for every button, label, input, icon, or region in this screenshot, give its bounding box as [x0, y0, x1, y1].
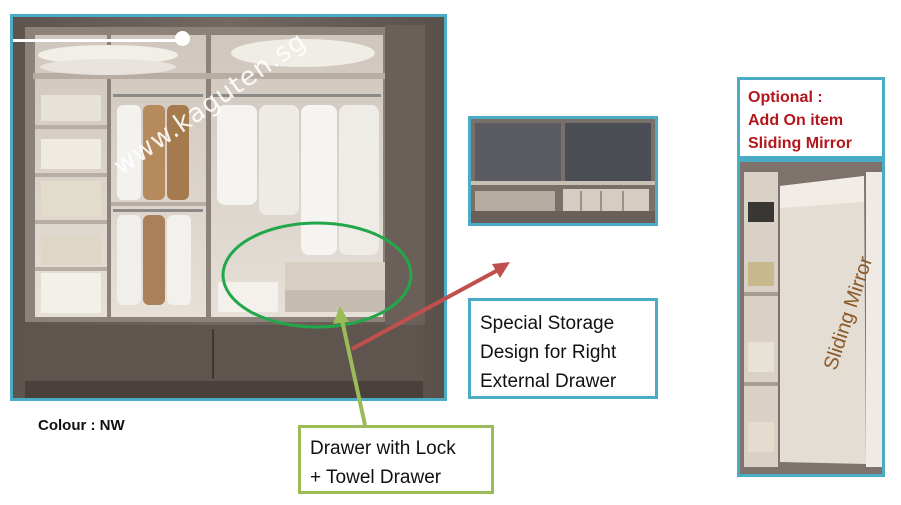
wardrobe-photo: www.kaguten.sg — [10, 14, 447, 401]
optional-addon-label: Optional : Add On item Sliding Mirror — [737, 77, 885, 159]
lighting-dot — [175, 31, 190, 46]
storage-label-line-1: Special Storage — [480, 313, 615, 334]
optional-label-line-2: Add On item — [748, 112, 844, 129]
lighting-line — [13, 39, 185, 42]
optional-label-line-1: Optional : — [748, 89, 823, 106]
storage-label-line-2: Design for Right — [480, 342, 617, 363]
green-arrow-head — [333, 306, 349, 324]
sliding-mirror-photo: Sliding Mirror — [737, 159, 885, 477]
optional-label-line-3: Sliding Mirror — [748, 135, 852, 152]
red-arrow-head — [492, 262, 510, 278]
green-arrow-line — [340, 319, 367, 426]
storage-design-label: Special Storage Design for Right Externa… — [468, 298, 658, 399]
colour-label: Colour : NW — [38, 417, 125, 434]
sliding-mirror-illustration — [740, 162, 882, 474]
drawer-label-line-1: Drawer with Lock — [310, 438, 456, 459]
highlight-ellipse — [221, 221, 413, 329]
wardrobe-illustration — [13, 17, 444, 398]
drawer-lock-label: Drawer with Lock + Towel Drawer — [298, 425, 494, 494]
red-arrow-line — [351, 268, 499, 351]
drawer-detail-illustration — [471, 119, 655, 223]
drawer-label-line-2: + Towel Drawer — [310, 467, 442, 488]
drawer-detail-photo — [468, 116, 658, 226]
storage-label-line-3: External Drawer — [480, 371, 617, 392]
